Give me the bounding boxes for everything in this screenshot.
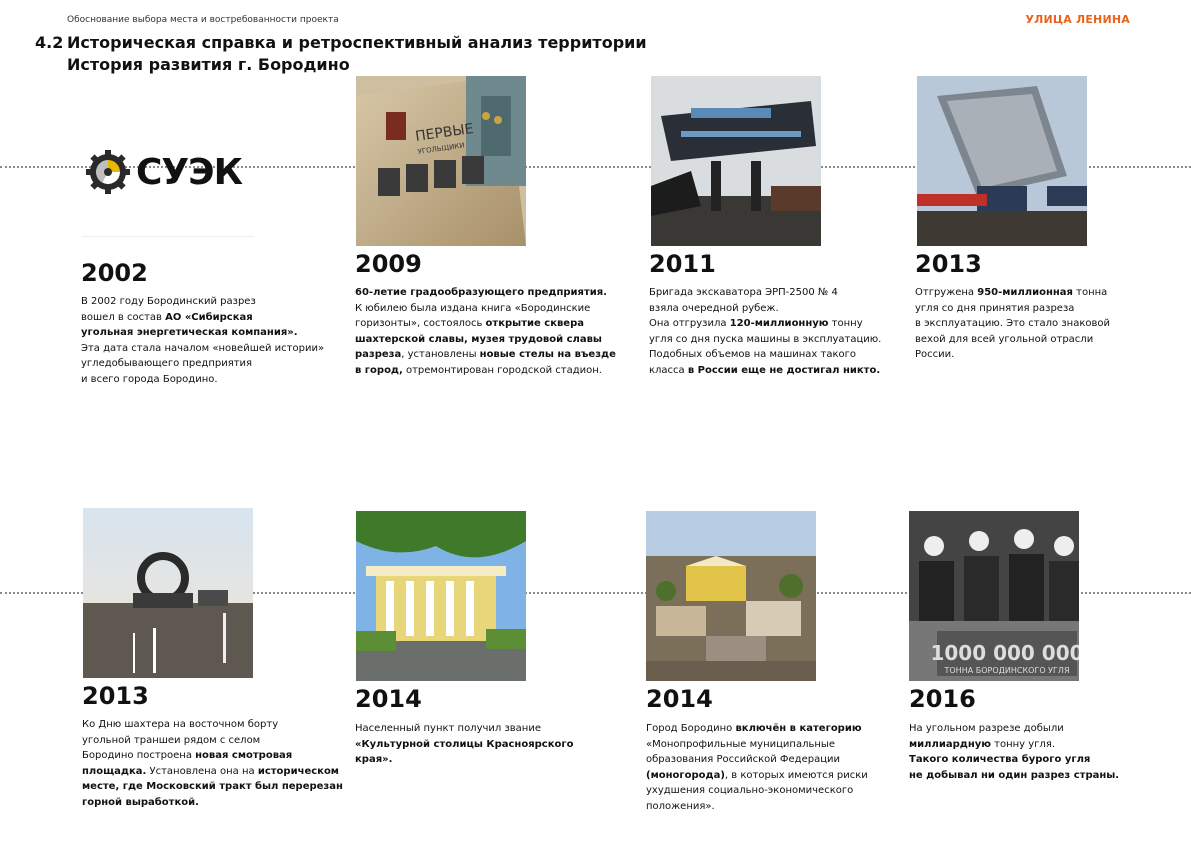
year-2011: 2011 <box>649 250 716 278</box>
description-2014-b: Город Бородино включён в категорию«Моноп… <box>646 723 868 812</box>
suek-logo-text: СУЭК <box>136 151 243 193</box>
year-2013-a: 2013 <box>915 250 982 278</box>
photo-culture-palace-2014 <box>356 511 526 681</box>
photo-book-first-miners: ПЕРВЫЕ УГОЛЬЩИКИ <box>356 76 526 246</box>
suek-gear-icon <box>86 150 130 194</box>
year-2002: 2002 <box>81 259 148 287</box>
header-topline: Обоснование выбора места и востребованно… <box>67 15 339 25</box>
photo-town-view-2014 <box>646 511 816 681</box>
section-number: 4.2 <box>35 33 64 52</box>
description-2009: 60-летие градообразующего предприятия.К … <box>355 287 616 376</box>
logo-divider <box>82 236 254 237</box>
year-2014-a: 2014 <box>355 685 422 713</box>
billion-caption-text: ТОННА БОРОДИНСКОГО УГЛЯ <box>944 666 1070 675</box>
brand-label: УЛИЦА ЛЕНИНА <box>1025 13 1130 26</box>
description-2014-a: Населенный пункт получил звание«Культурн… <box>355 723 574 765</box>
suek-logo: СУЭК <box>86 150 246 194</box>
year-2014-b: 2014 <box>646 685 713 713</box>
timeline-line-top <box>0 166 1191 168</box>
photo-monument-2013 <box>83 508 253 678</box>
page-title: Историческая справка и ретроспективный а… <box>67 33 647 52</box>
photo-excavator-2013 <box>917 76 1087 246</box>
photo-excavator-2011 <box>651 76 821 246</box>
photo-miners-billion-2016: 1000 000 000 ТОННА БОРОДИНСКОГО УГЛЯ <box>909 511 1079 681</box>
page-subtitle: История развития г. Бородино <box>67 55 350 74</box>
year-2013-b: 2013 <box>82 682 149 710</box>
year-2016: 2016 <box>909 685 976 713</box>
billion-number-text: 1000 000 000 <box>930 641 1079 665</box>
timeline-line-bottom <box>0 592 1191 594</box>
year-2009: 2009 <box>355 250 422 278</box>
